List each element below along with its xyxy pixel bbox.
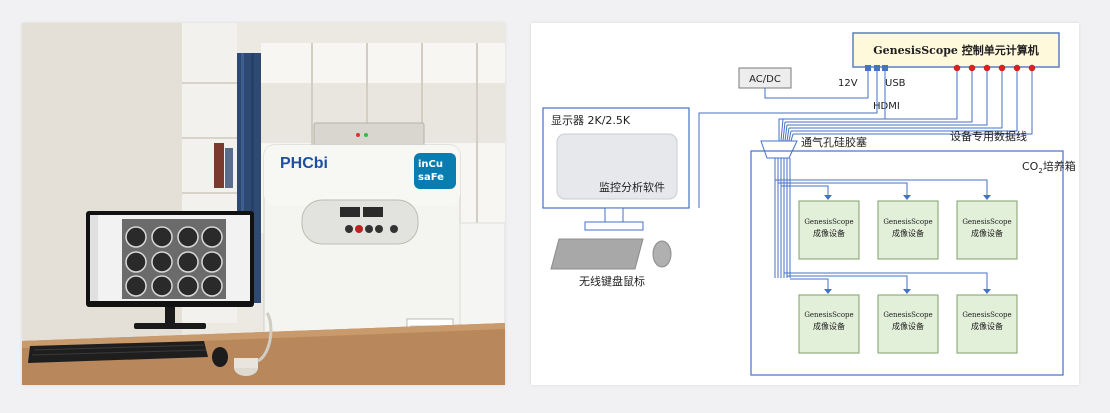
- monitor-title: 显示器 2K/2.5K: [551, 114, 631, 127]
- incubator-control-panel: [301, 199, 419, 245]
- svg-text:GenesisScope: GenesisScope: [962, 311, 1011, 319]
- svg-text:成像设备: 成像设备: [971, 228, 1003, 238]
- device-3: GenesisScope 成像设备: [956, 200, 1018, 260]
- power-adapter-label: AC/DC: [749, 74, 781, 85]
- port-hdmi-label: HDMI: [873, 101, 900, 112]
- svg-text:GenesisScope: GenesisScope: [804, 311, 853, 319]
- device-5: GenesisScope 成像设备: [877, 294, 939, 354]
- incubator-label: CO2培养箱: [1022, 159, 1076, 175]
- incusafe-badge: [414, 153, 456, 189]
- svg-text:成像设备: 成像设备: [813, 321, 845, 331]
- svg-text:GenesisScope: GenesisScope: [962, 218, 1011, 226]
- device-2: GenesisScope 成像设备: [877, 200, 939, 260]
- mouse-photo: [212, 347, 228, 367]
- keyboard-shape: [550, 238, 644, 270]
- svg-text:成像设备: 成像设备: [892, 228, 924, 238]
- grommet-label: 通气孔硅胶塞: [801, 135, 867, 149]
- incubator-box: [750, 150, 1064, 376]
- svg-text:成像设备: 成像设备: [892, 321, 924, 331]
- data-cable-label: 设备专用数据线: [950, 129, 1027, 143]
- device-1: GenesisScope 成像设备: [798, 200, 860, 260]
- svg-text:GenesisScope: GenesisScope: [883, 218, 932, 226]
- mouse-shape: [652, 240, 672, 268]
- svg-text:GenesisScope: GenesisScope: [883, 311, 932, 319]
- lab-photo: PHCbi inCu saFe: [22, 23, 505, 385]
- monitor-software-label: 监控分析软件: [599, 180, 665, 194]
- incusafe-badge-line1: inCu: [418, 159, 443, 170]
- port-12v-label: 12V: [838, 78, 858, 89]
- device-6: GenesisScope 成像设备: [956, 294, 1018, 354]
- svg-text:成像设备: 成像设备: [971, 321, 1003, 331]
- keyboard-label: 无线键盘鼠标: [579, 274, 645, 288]
- device-4: GenesisScope 成像设备: [798, 294, 860, 354]
- incusafe-badge-line2: saFe: [418, 172, 444, 183]
- svg-text:GenesisScope: GenesisScope: [804, 218, 853, 226]
- port-usb-label: USB: [885, 78, 906, 89]
- monitor-screen: [556, 133, 678, 200]
- incubator-brand-logo: PHCbi: [280, 155, 328, 172]
- grommet-shape: [760, 140, 798, 159]
- system-diagram: GenesisScope 控制单元计算机 AC/DC 12V USB HDMI: [531, 23, 1079, 385]
- control-unit-label: GenesisScope 控制单元计算机: [873, 43, 1038, 57]
- svg-text:成像设备: 成像设备: [813, 228, 845, 238]
